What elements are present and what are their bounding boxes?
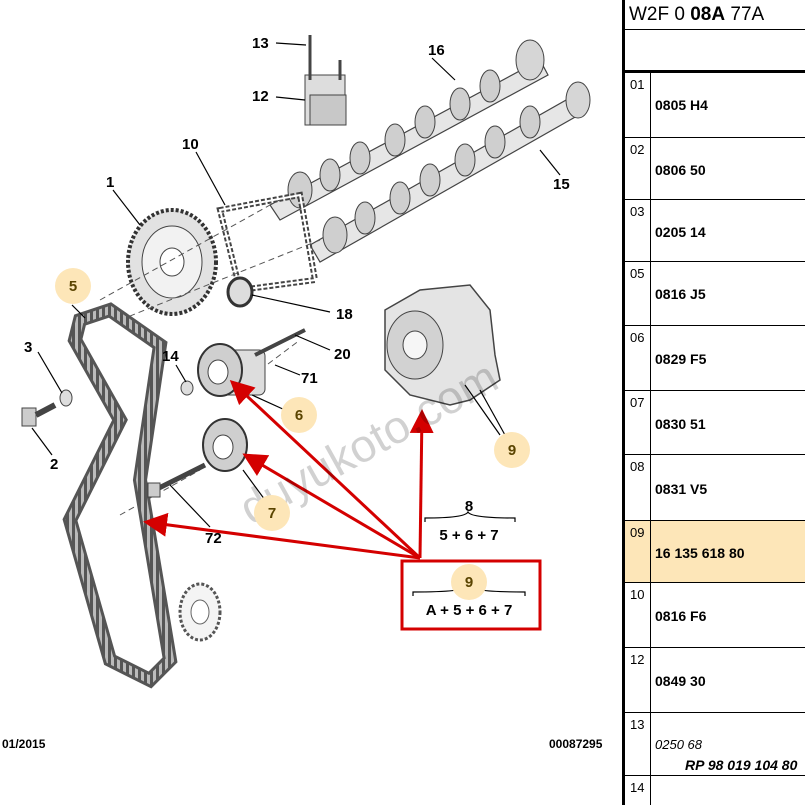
idler-bolt — [147, 462, 207, 498]
leader-lines — [31, 42, 561, 528]
callout-3: 3 — [24, 339, 33, 356]
callout-5-highlight: 5 — [55, 268, 91, 304]
callout-9-highlight: 9 — [494, 432, 530, 468]
table-row[interactable]: 10 0816 F6 — [625, 583, 805, 648]
row-number: 08 — [625, 455, 651, 520]
callout-16: 16 — [428, 42, 445, 59]
exploded-view-drawing — [21, 35, 591, 689]
table-row[interactable]: 12 0849 30 — [625, 648, 805, 713]
row-value: 0829 F5 — [655, 351, 707, 367]
idler-pulley — [202, 418, 248, 472]
code-bold: 08A — [690, 4, 726, 25]
camshaft-upper — [269, 39, 549, 221]
row-number: 09 — [625, 521, 651, 582]
belt-tensioner — [197, 328, 306, 397]
formula-8-expr: 5 + 6 + 7 — [439, 527, 499, 544]
row-value: 16 135 618 80 — [655, 545, 745, 561]
row-number: 14 — [625, 776, 651, 805]
table-row[interactable]: 05 0816 J5 — [625, 262, 805, 326]
table-row[interactable]: 06 0829 F5 — [625, 326, 805, 391]
code-prefix: W2F 0 — [629, 4, 691, 25]
row-number: 06 — [625, 326, 651, 390]
camshaft-lower — [309, 81, 591, 263]
formula-8-label: 8 — [464, 498, 474, 515]
code-suffix: 77A — [725, 4, 765, 25]
callout-20: 20 — [334, 346, 351, 363]
row-value: 0205 14 — [655, 224, 706, 240]
crankshaft-sprocket — [178, 582, 222, 642]
footer-ref: 00087295 — [549, 737, 603, 751]
callout-72: 72 — [205, 530, 222, 547]
callout-7-highlight: 7 — [254, 495, 290, 531]
table-row[interactable]: 07 0830 51 — [625, 391, 805, 455]
callout-6-highlight: 6 — [281, 397, 317, 433]
box-9-highlight: 9 — [451, 564, 487, 600]
row-number: 03 — [625, 200, 651, 261]
parts-table: W2F 0 08A 77A 01 0805 H4 02 0806 50 03 0… — [622, 0, 805, 805]
table-header-blank — [625, 30, 805, 73]
row-value: 0830 51 — [655, 416, 706, 432]
row-value: 0816 F6 — [655, 608, 707, 624]
table-row[interactable]: 01 0805 H4 — [625, 73, 805, 138]
row-number: 12 — [625, 648, 651, 712]
callout-15: 15 — [553, 176, 570, 193]
sprocket-bolt — [21, 380, 194, 427]
row-number: 05 — [625, 262, 651, 325]
table-row-highlighted[interactable]: 09 16 135 618 80 — [625, 521, 805, 583]
table-row[interactable]: 14 — [625, 776, 805, 805]
callout-14: 14 — [162, 348, 179, 365]
row-value: 0816 J5 — [655, 286, 706, 302]
pump-bracket — [304, 35, 347, 126]
row-number: 13 — [625, 713, 651, 775]
table-row[interactable]: 02 0806 50 — [625, 138, 805, 200]
callout-1: 1 — [106, 174, 115, 191]
formula-9-expr: A + 5 + 6 + 7 — [425, 602, 513, 619]
callout-18: 18 — [336, 306, 353, 323]
timing-belt-diagram: duyukoto.com 13 12 16 15 10 1 18 20 71 1… — [2, 35, 603, 751]
row-number: 02 — [625, 138, 651, 199]
callout-12: 12 — [252, 88, 269, 105]
row-value: 0849 30 — [655, 673, 706, 689]
highlight-box — [400, 559, 542, 631]
table-row[interactable]: 08 0831 V5 — [625, 455, 805, 521]
callout-13: 13 — [252, 35, 269, 52]
callout-2: 2 — [50, 456, 59, 473]
timing-belt — [62, 302, 178, 689]
table-row[interactable]: 13 0250 68 RP 98 019 104 80 — [625, 713, 805, 776]
row-number: 07 — [625, 391, 651, 454]
table-row[interactable]: 03 0205 14 — [625, 200, 805, 262]
row-value: 0250 68 — [655, 737, 702, 752]
callout-10: 10 — [182, 136, 199, 153]
row-value: 0831 V5 — [655, 481, 708, 497]
camshaft-chain — [216, 191, 319, 294]
row-number: 10 — [625, 583, 651, 647]
table-header-code: W2F 0 08A 77A — [625, 0, 805, 30]
row-value: 0806 50 — [655, 162, 706, 178]
camshaft-sprocket — [126, 208, 218, 316]
red-arrows — [143, 379, 434, 560]
row-number: 01 — [625, 73, 651, 137]
oil-seal — [226, 276, 254, 308]
row-value: 0805 H4 — [655, 97, 708, 113]
brace-8 — [424, 510, 516, 522]
footer-date: 01/2015 — [2, 737, 46, 751]
row-value-secondary: RP 98 019 104 80 — [685, 757, 798, 773]
water-pump — [384, 284, 501, 406]
callout-71: 71 — [301, 370, 318, 387]
